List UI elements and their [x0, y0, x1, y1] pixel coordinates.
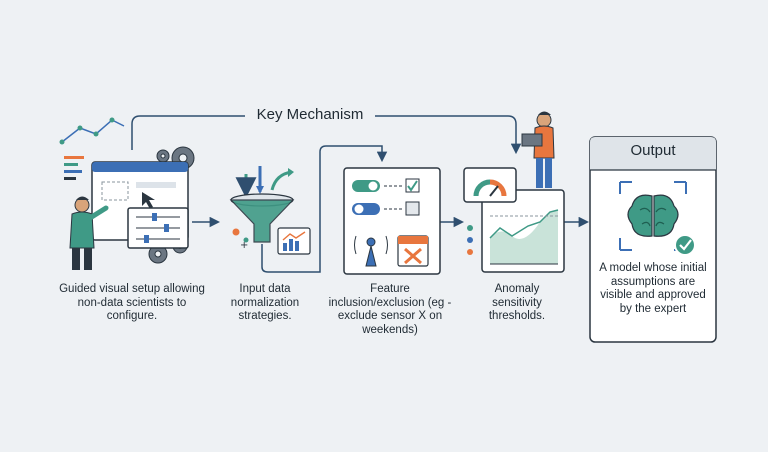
connector-lines [131, 115, 590, 273]
feature-toggle-illustration [343, 167, 441, 275]
diagram-title: Key Mechanism [245, 106, 375, 123]
step-2-label: Input data normalization strategies. [230, 283, 300, 322]
step-4-label: Anomaly sensitivity thresholds. [488, 283, 546, 322]
step-3-label: Feature inclusion/exclusion (eg - exclud… [328, 283, 452, 336]
output-description: A model whose initial assumptions are vi… [599, 262, 707, 315]
brain-icon [619, 181, 687, 251]
output-box [589, 136, 717, 343]
output-heading: Output [630, 142, 676, 159]
anomaly-threshold-illustration [463, 111, 565, 273]
funnel-normalization-illustration: + [229, 166, 311, 255]
step-1-label: Guided visual setup allowing non-data sc… [59, 283, 205, 322]
svg-text:+: + [240, 240, 248, 251]
checkmark-icon [674, 234, 696, 256]
guided-setup-illustration [59, 117, 195, 270]
